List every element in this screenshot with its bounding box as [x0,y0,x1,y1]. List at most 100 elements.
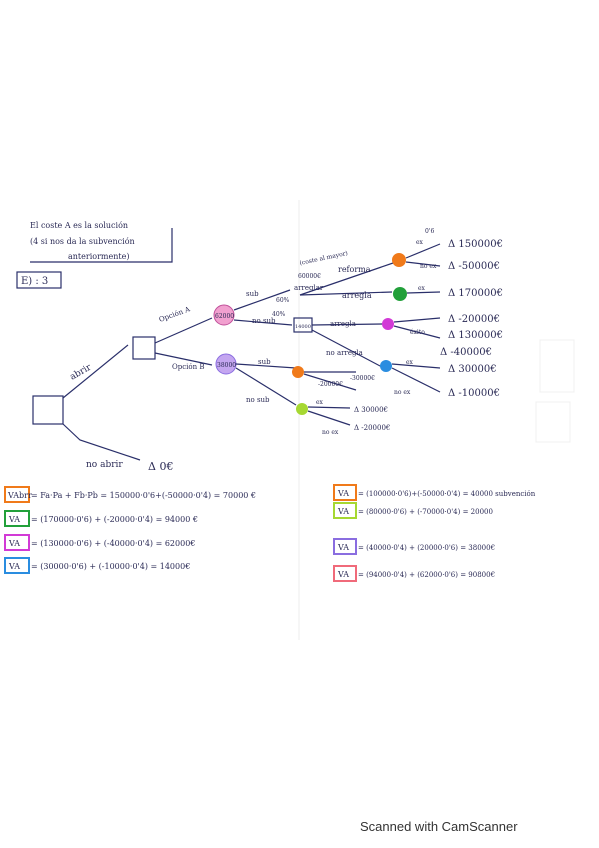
branch-noex-3 [393,325,441,339]
exercise-label: E) : 3 [21,276,48,287]
branch-noex-4 [391,367,441,393]
branch-ex-2 [406,291,441,294]
chance-node-blue [380,360,392,372]
label-ex-4: ex [406,359,414,366]
label-arregla-mid: arregla [330,320,356,328]
label-reforma: reforma [338,265,371,274]
branch-noex-1 [405,261,441,267]
label-a-no-sub: no sub [252,317,276,325]
label-ex-2: ex [418,285,426,292]
chance-node-orange-2 [292,366,304,378]
small-value-2: Δ -20000€ [354,424,390,432]
label-noex-4: no ex [394,389,411,396]
label-no-abrir: no abrir [86,460,123,470]
label-a-sub: sub [246,290,259,298]
formula-right-text-4: = (94000·0'4) + (62000·0'6) = 90800€ [358,571,495,579]
label-opcion-b: Opción B [172,363,204,371]
chance-node-a [213,304,235,326]
value-130000: Δ 130000€ [448,330,503,341]
formula-right-tag-1: VA [337,489,349,498]
branch-reforma [299,261,397,296]
exercise-box [16,271,62,289]
label-abrir: abrir [69,362,94,382]
value-150000: Δ 150000€ [448,239,503,250]
branch-small-1 [307,406,351,409]
formula-right-tag-3: VA [337,543,349,552]
branch-small-2 [307,410,351,426]
branch-arregla-top [299,291,393,296]
branch-ex-4 [391,363,441,369]
formula-left-tag-box-4 [4,557,30,574]
branch-abrir [62,344,129,399]
branch-opcion-b [154,352,213,366]
header-note: El coste A es la solución (4 si nos da l… [16,221,173,289]
bleed-through-box-1 [539,339,575,393]
value-neg-20000: Δ -20000€ [448,314,500,325]
note-line-1: El coste A es la solución [30,221,128,230]
chance-node-lime [296,403,308,415]
value-neg-50000: Δ -50000€ [448,261,500,272]
option-decision-node [132,336,156,360]
decision-tree: abrir no abrir Δ 0€ Opción A Opción B 62… [32,228,503,473]
formula-left-text-4: = (30000·0'6) + (-10000·0'4) = 14000€ [31,562,190,571]
value-neg-40000: Δ -40000€ [440,347,492,358]
chance-node-b-value: 38000 [217,362,236,369]
prob-06-1: 0'6 [425,228,434,235]
label-ex-1: ex [416,239,424,246]
branch-exito [393,317,441,323]
chance-node-green [393,287,407,301]
value-neg-10000: Δ -10000€ [448,388,500,399]
bleed-through-box-2 [535,401,571,443]
note-bracket [30,228,173,263]
small-label-ex: ex [316,399,324,406]
no-abrir-value: Δ 0€ [148,460,173,473]
formula-right-tag-2: VA [337,507,349,516]
small-label-noex: no ex [322,429,339,436]
label-a-40: 40% [272,311,286,318]
branch-a-no-sub [233,319,293,326]
formula-right-tag-box-1 [333,484,357,501]
formula-left-text-1: = Fa·Pa + Fb·Pb = 150000·0'6+(-50000·0'4… [31,491,256,500]
formula-right-tag-box-3 [333,538,357,555]
mid-value-1: -30000€ [350,375,375,382]
formula-right-text-2: = (80000·0'6) + (-70000·0'4) = 20000 [358,508,493,516]
label-noex-1: no ex [420,263,437,270]
label-b-sub: sub [258,358,271,366]
value-30000: Δ 30000€ [448,364,497,375]
formulas-right: VA = (100000·0'6)+(-50000·0'4) = 40000 s… [333,484,536,582]
small-value-1: Δ 30000€ [354,406,388,414]
chance-node-orange [392,253,406,267]
label-arregla-top: arregla [342,291,372,300]
formula-left-tag-2: VA [8,515,20,524]
label-exito: éxito [410,329,425,336]
label-opcion-a: Opción A [158,305,192,324]
chance-node-magenta [382,318,394,330]
formula-left-tag-4: VA [8,562,20,571]
formula-left-tag-box-1 [4,486,30,503]
label-arreglar: arreglar [294,284,324,292]
branch-b-sub [235,363,297,369]
value-170000: Δ 170000€ [448,288,503,299]
formula-right-text-3: = (40000·0'4) + (20000·0'6) = 38000€ [358,544,495,552]
formula-left-tag-box-3 [4,534,30,551]
decision-node-rect-value: 14000 [295,324,311,330]
label-a-60: 60% [276,297,290,304]
branch-no-arregla [311,329,383,368]
label-b-no-sub: no sub [246,396,270,404]
chance-node-a-value: 62000 [215,313,234,320]
formula-left-tag-box-2 [4,510,30,527]
formula-right-tag-box-2 [333,502,357,519]
branch-a-sub [233,289,291,311]
formula-right-tag-box-4 [333,565,357,582]
note-line-3: anteriormente) [68,252,129,261]
label-value-60000: 60000€ [298,273,321,280]
camscanner-watermark: Scanned with CamScanner [360,819,518,834]
root-decision-node [32,395,64,425]
formula-right-text-1: = (100000·0'6)+(-50000·0'4) = 40000 subv… [358,490,536,498]
branch-no-abrir [62,423,141,461]
label-no-arregla: no arregla [326,349,363,357]
formula-right-tag-4: VA [337,570,349,579]
branch-opcion-a [154,317,213,344]
formula-left-tag-3: VA [8,539,20,548]
